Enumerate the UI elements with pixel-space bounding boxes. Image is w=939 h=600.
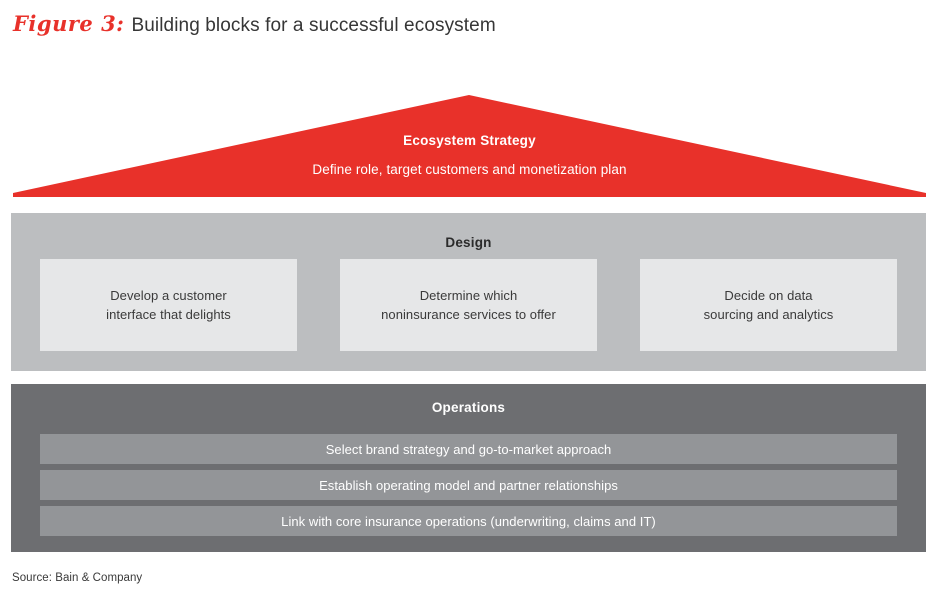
design-box-line: Develop a customer xyxy=(110,288,227,303)
operations-section: Operations Select brand strategy and go-… xyxy=(11,384,926,552)
design-box-noninsurance-services[interactable]: Determine which noninsurance services to… xyxy=(340,259,597,351)
design-box-data-sourcing[interactable]: Decide on data sourcing and analytics xyxy=(640,259,897,351)
operations-bar-core-insurance[interactable]: Link with core insurance operations (und… xyxy=(40,506,897,536)
operations-bar-brand-strategy[interactable]: Select brand strategy and go-to-market a… xyxy=(40,434,897,464)
figure-title-bar: Figure 3: Building blocks for a successf… xyxy=(13,11,923,45)
design-box-customer-interface[interactable]: Develop a customer interface that deligh… xyxy=(40,259,297,351)
figure-number-label: Figure 3: xyxy=(13,11,125,36)
operations-bar-operating-model[interactable]: Establish operating model and partner re… xyxy=(40,470,897,500)
operations-heading: Operations xyxy=(431,400,506,415)
design-box-group: Develop a customer interface that deligh… xyxy=(40,259,897,351)
design-box-line: noninsurance services to offer xyxy=(381,307,556,322)
ecosystem-strategy-roof: Ecosystem Strategy Define role, target c… xyxy=(13,95,926,197)
design-section: Design Develop a customer interface that… xyxy=(11,213,926,371)
page-title: Building blocks for a successful ecosyst… xyxy=(131,15,496,36)
source-note: Source: Bain & Company xyxy=(12,572,143,584)
operations-bar-group: Select brand strategy and go-to-market a… xyxy=(40,434,897,536)
design-heading: Design xyxy=(445,235,492,250)
roof-triangle-shape xyxy=(13,95,926,197)
design-box-line: Decide on data xyxy=(724,288,813,303)
design-box-line: Determine which xyxy=(419,288,518,303)
design-box-line: interface that delights xyxy=(106,307,231,322)
design-box-line: sourcing and analytics xyxy=(703,307,834,322)
